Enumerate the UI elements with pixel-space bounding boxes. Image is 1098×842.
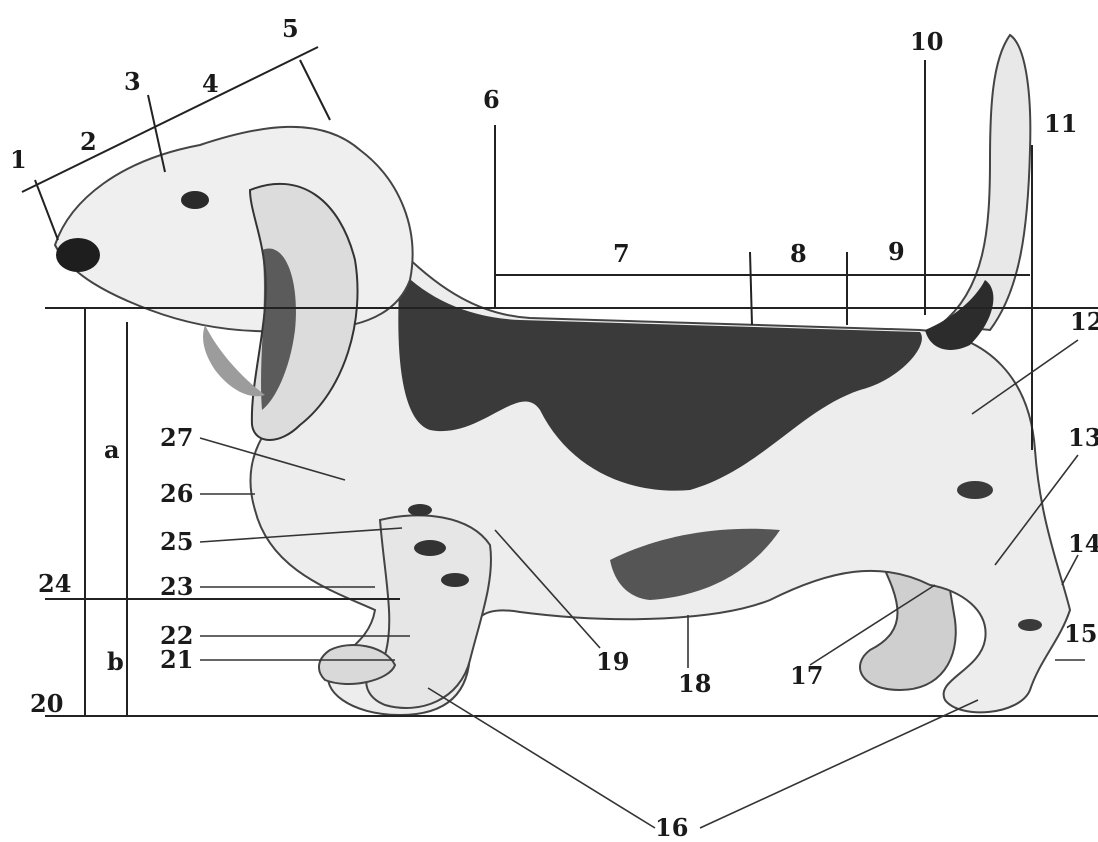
label-13: 13 <box>1068 423 1098 452</box>
front-leg <box>365 514 492 709</box>
tail <box>937 33 1032 332</box>
dark-saddle-patch <box>398 270 922 491</box>
label-21: 21 <box>160 645 193 674</box>
leader-14 <box>1061 554 1079 586</box>
label-4: 4 <box>202 69 219 98</box>
leader-12 <box>971 339 1079 415</box>
label-14: 14 <box>1068 529 1098 558</box>
label-26: 26 <box>160 479 193 508</box>
dog-dewlap <box>203 325 265 397</box>
tail-base-dark <box>925 280 994 350</box>
label-17: 17 <box>790 661 823 690</box>
leader-27 <box>199 437 346 481</box>
leg-spot <box>441 573 469 587</box>
leg-spot <box>408 504 432 516</box>
leader-17 <box>809 584 936 666</box>
leg-spot <box>414 540 446 556</box>
label-15: 15 <box>1064 619 1097 648</box>
label-1: 1 <box>10 145 27 174</box>
label-22: 22 <box>160 621 193 650</box>
label-27: 27 <box>160 423 193 452</box>
front-paw-far <box>318 644 397 686</box>
label-2: 2 <box>80 127 97 156</box>
leader-16b <box>699 699 979 829</box>
leader-7-8-divider <box>749 251 753 326</box>
label-8: 8 <box>790 239 807 268</box>
leader-13 <box>994 454 1079 566</box>
ear-shadow <box>261 248 296 410</box>
label-10: 10 <box>910 27 943 56</box>
label-20: 20 <box>30 689 63 718</box>
label-a: a <box>104 435 120 464</box>
hind-spot <box>957 481 993 499</box>
leader-19 <box>494 529 601 649</box>
label-11: 11 <box>1044 109 1077 138</box>
belly-shading <box>610 528 780 600</box>
label-5: 5 <box>282 14 299 43</box>
dog-eye <box>181 191 209 209</box>
label-12: 12 <box>1070 307 1098 336</box>
label-9: 9 <box>888 237 905 266</box>
label-7: 7 <box>613 239 630 268</box>
label-3: 3 <box>124 67 141 96</box>
hind-spot <box>1018 619 1042 631</box>
label-18: 18 <box>678 669 711 698</box>
leader-1 <box>34 179 59 241</box>
leader-3 <box>147 94 166 173</box>
label-6: 6 <box>483 85 500 114</box>
label-b: b <box>107 647 124 676</box>
label-23: 23 <box>160 572 193 601</box>
dog-head <box>53 125 414 333</box>
hind-leg-far <box>859 559 957 692</box>
dog-illustration <box>53 33 1072 717</box>
label-25: 25 <box>160 527 193 556</box>
number-labels: 1 2 3 4 5 6 7 8 9 10 11 12 13 14 15 16 1… <box>10 14 1098 842</box>
measurement-lines <box>21 46 1098 829</box>
label-24: 24 <box>38 569 71 598</box>
head-length-line <box>21 46 319 193</box>
leader-5 <box>299 59 331 121</box>
leader-25 <box>199 527 403 543</box>
dog-nose <box>56 238 100 272</box>
label-16: 16 <box>655 813 688 842</box>
label-19: 19 <box>596 647 629 676</box>
leader-16a <box>427 687 656 829</box>
